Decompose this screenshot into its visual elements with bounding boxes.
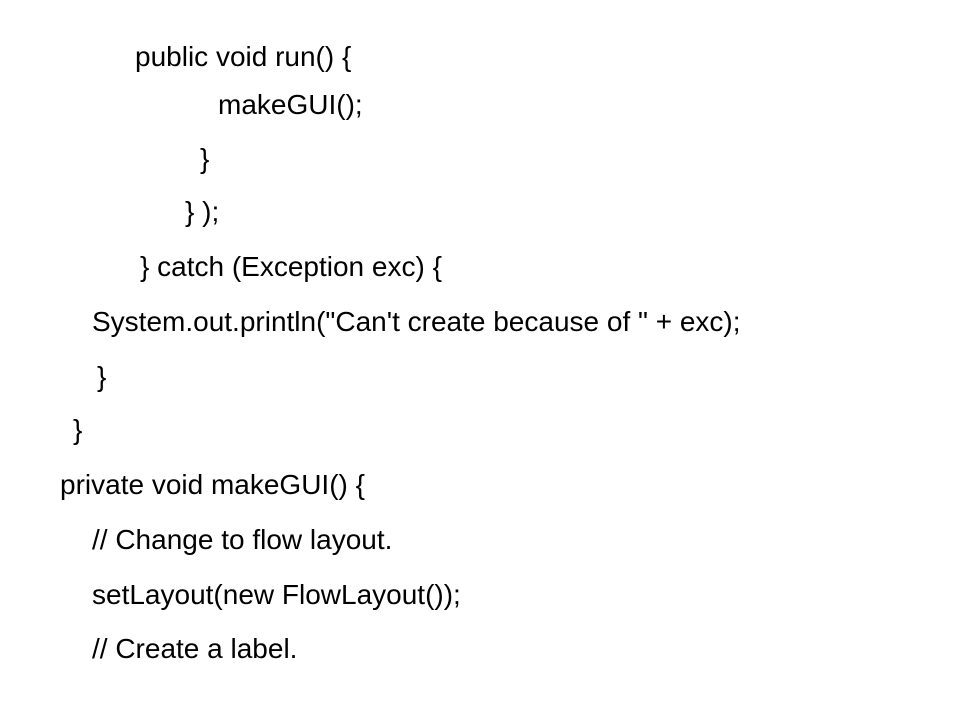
code-line-println: System.out.println("Can't create because… xyxy=(92,306,741,337)
code-line-run-method: public void run() { xyxy=(135,41,352,72)
code-line-catch: } catch (Exception exc) { xyxy=(140,251,442,282)
code-line-close-catch: } xyxy=(97,361,107,392)
code-line-makegui-call: makeGUI(); xyxy=(218,89,363,120)
code-line-comment-label: // Create a label. xyxy=(92,633,298,664)
code-line-close-init: } xyxy=(73,414,83,445)
code-line-comment-flow: // Change to flow layout. xyxy=(92,524,393,555)
code-line-close-run: } xyxy=(200,143,210,174)
code-line-setlayout: setLayout(new FlowLayout()); xyxy=(92,579,461,610)
code-line-makegui-decl: private void makeGUI() { xyxy=(60,469,365,500)
code-line-close-runnable: } ); xyxy=(185,196,220,227)
